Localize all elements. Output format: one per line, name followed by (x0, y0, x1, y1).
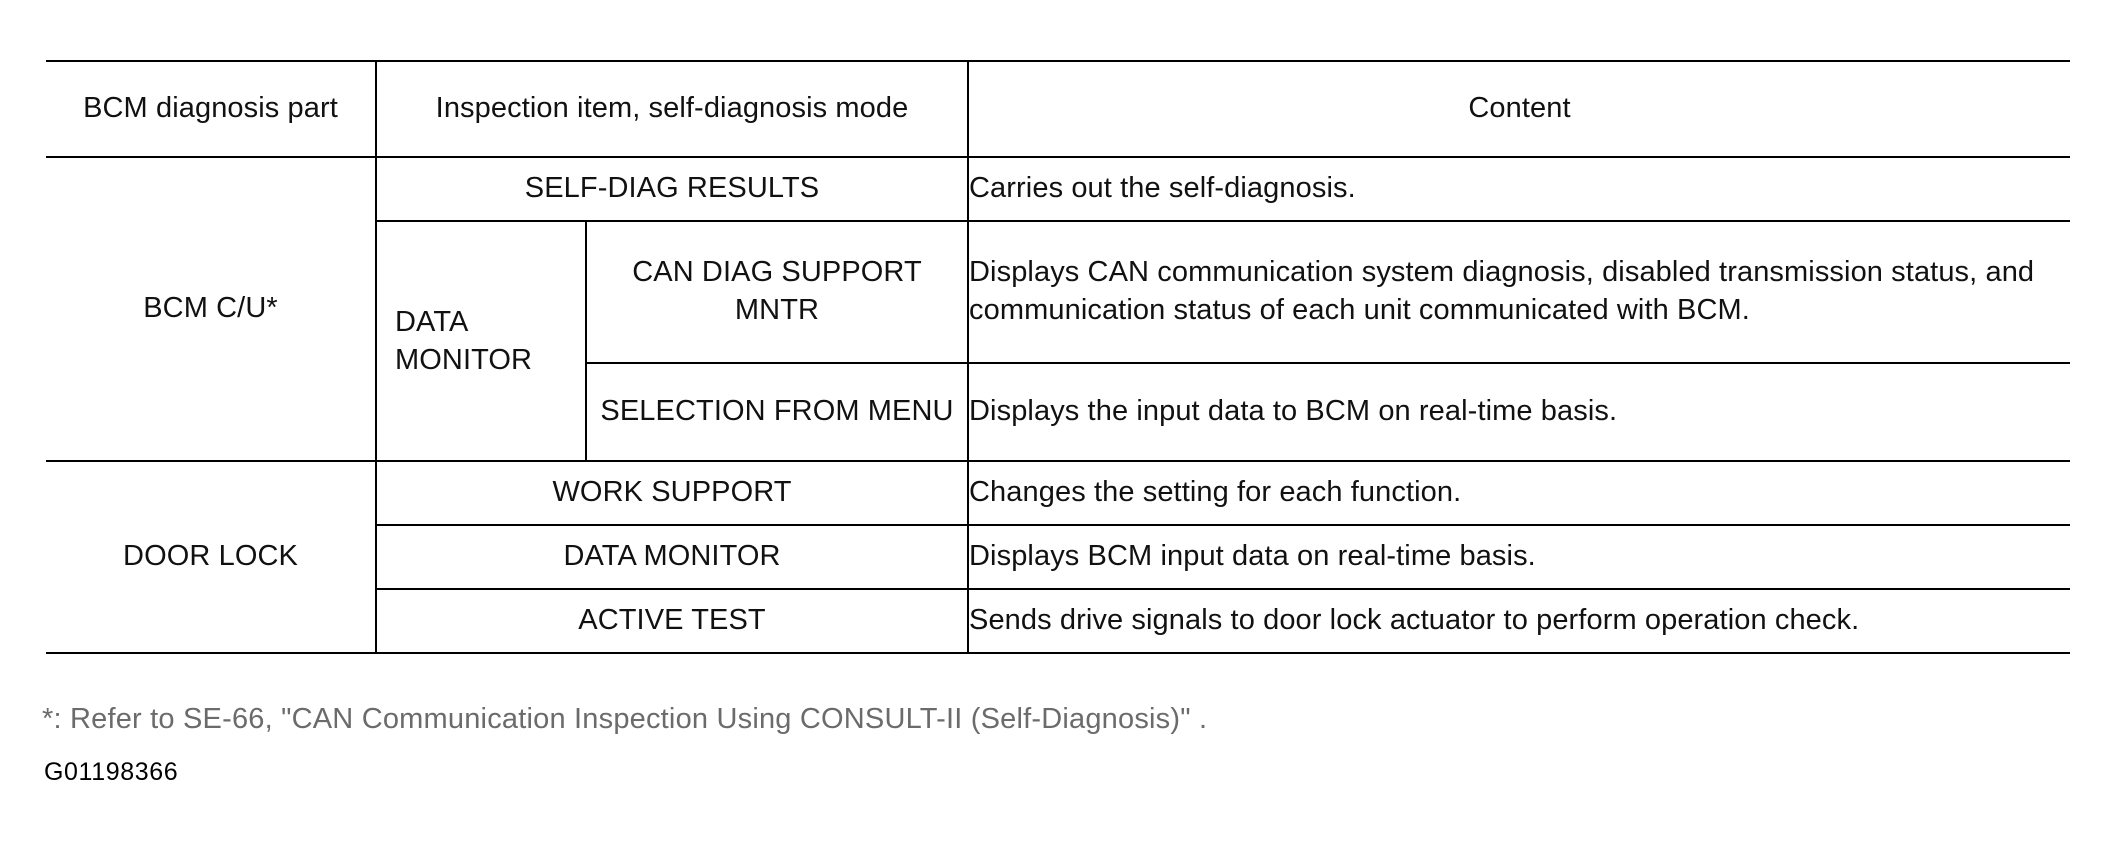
cell-mode-data-monitor: DATA MONITOR (376, 220, 587, 462)
cell-content-selection-from-menu: Displays the input data to BCM on real-t… (967, 362, 2071, 462)
table-row: DATA MONITOR Displays BCM input data on … (46, 524, 2071, 590)
table-header-row: BCM diagnosis part Inspection item, self… (46, 60, 2071, 158)
cell-content-work-support: Changes the setting for each function. (967, 460, 2071, 526)
table-row: BCM C/U* SELF-DIAG RESULTS Carries out t… (46, 156, 2071, 462)
cell-content-door-lock-data-monitor: Displays BCM input data on real-time bas… (967, 524, 2071, 590)
cell-part-bcm-cu: BCM C/U* (46, 156, 377, 462)
figure-id-label: G01198366 (44, 758, 179, 786)
footnote-can-communication-reference: *: Refer to SE-66, "CAN Communication In… (42, 703, 1208, 735)
cell-mode-work-support: WORK SUPPORT (374, 460, 970, 526)
cell-content-can-diag-support-mntr: Displays CAN communication system diagno… (967, 220, 2071, 364)
cell-submode-can-diag-support-mntr: CAN DIAG SUPPORT MNTR (584, 220, 970, 364)
cell-mode-data-monitor-label: DATA MONITOR (395, 305, 533, 376)
table-row: SELECTION FROM MENU Displays the input d… (46, 362, 2071, 462)
table-row: DOOR LOCK WORK SUPPORT Changes the setti… (46, 460, 2071, 654)
cell-mode-door-lock-data-monitor: DATA MONITOR (376, 524, 970, 590)
cell-content-self-diag-results: Carries out the self-diagnosis. (967, 156, 2071, 222)
header-inspection-item-mode: Inspection item, self-diagnosis mode (374, 60, 970, 158)
bcm-diagnosis-table: BCM diagnosis part Inspection item, self… (46, 60, 2071, 654)
cell-mode-active-test: ACTIVE TEST (376, 588, 970, 654)
table-row: DATA MONITOR CAN DIAG SUPPORT MNTR Displ… (46, 220, 2071, 462)
table-row: ACTIVE TEST Sends drive signals to door … (46, 588, 2071, 654)
cell-content-active-test: Sends drive signals to door lock actuato… (967, 588, 2071, 654)
cell-submode-selection-from-menu: SELECTION FROM MENU (586, 362, 970, 462)
header-content: Content (967, 60, 2071, 158)
header-bcm-diagnosis-part: BCM diagnosis part (46, 60, 377, 158)
cell-mode-self-diag-results: SELF-DIAG RESULTS (374, 156, 970, 222)
cell-part-door-lock: DOOR LOCK (46, 460, 377, 654)
bcm-diagnosis-table-wrapper: BCM diagnosis part Inspection item, self… (46, 60, 2071, 654)
